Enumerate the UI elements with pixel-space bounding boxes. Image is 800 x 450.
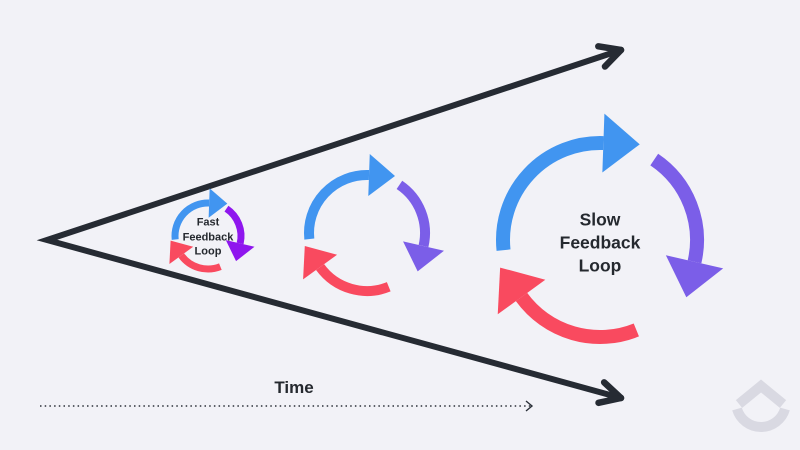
cone-top-arrowhead: [601, 46, 625, 70]
cone-bottom-arrowhead: [595, 394, 625, 407]
fast-loop-purple-arrowhead: [225, 240, 255, 262]
fast-loop-blue-arc: [171, 199, 210, 240]
medium-loop-red-arrowhead: [303, 246, 338, 280]
medium-loop-blue-arrowhead: [368, 154, 396, 197]
medium-loop-blue-arc: [304, 170, 370, 240]
time-axis-label: Time: [274, 378, 314, 397]
fast-loop-red-arrowhead: [169, 240, 194, 265]
slow-loop-blue-arrowhead: [602, 113, 640, 173]
medium-loop-purple-arrowhead: [403, 241, 444, 272]
fast-loop-red-arc: [178, 253, 222, 273]
slow-loop-red-arrowhead: [497, 267, 546, 315]
medium-loop-red-arc: [316, 264, 391, 296]
slow-loop-red-arc: [515, 292, 639, 344]
fast-loop-purple-arc: [224, 205, 245, 245]
time-axis-arrowhead: [525, 400, 534, 412]
fast-loop-blue-arrowhead: [208, 188, 228, 218]
slow-loop-purple-arc: [650, 153, 704, 264]
clickup-logo-smile: [732, 407, 790, 432]
clickup-logo-chevron: [735, 379, 787, 408]
medium-loop-purple-arc: [396, 180, 430, 248]
slow-loop-blue-arc: [496, 136, 604, 251]
slow-loop-purple-arrowhead: [665, 255, 724, 298]
cone-lines: [36, 47, 622, 401]
